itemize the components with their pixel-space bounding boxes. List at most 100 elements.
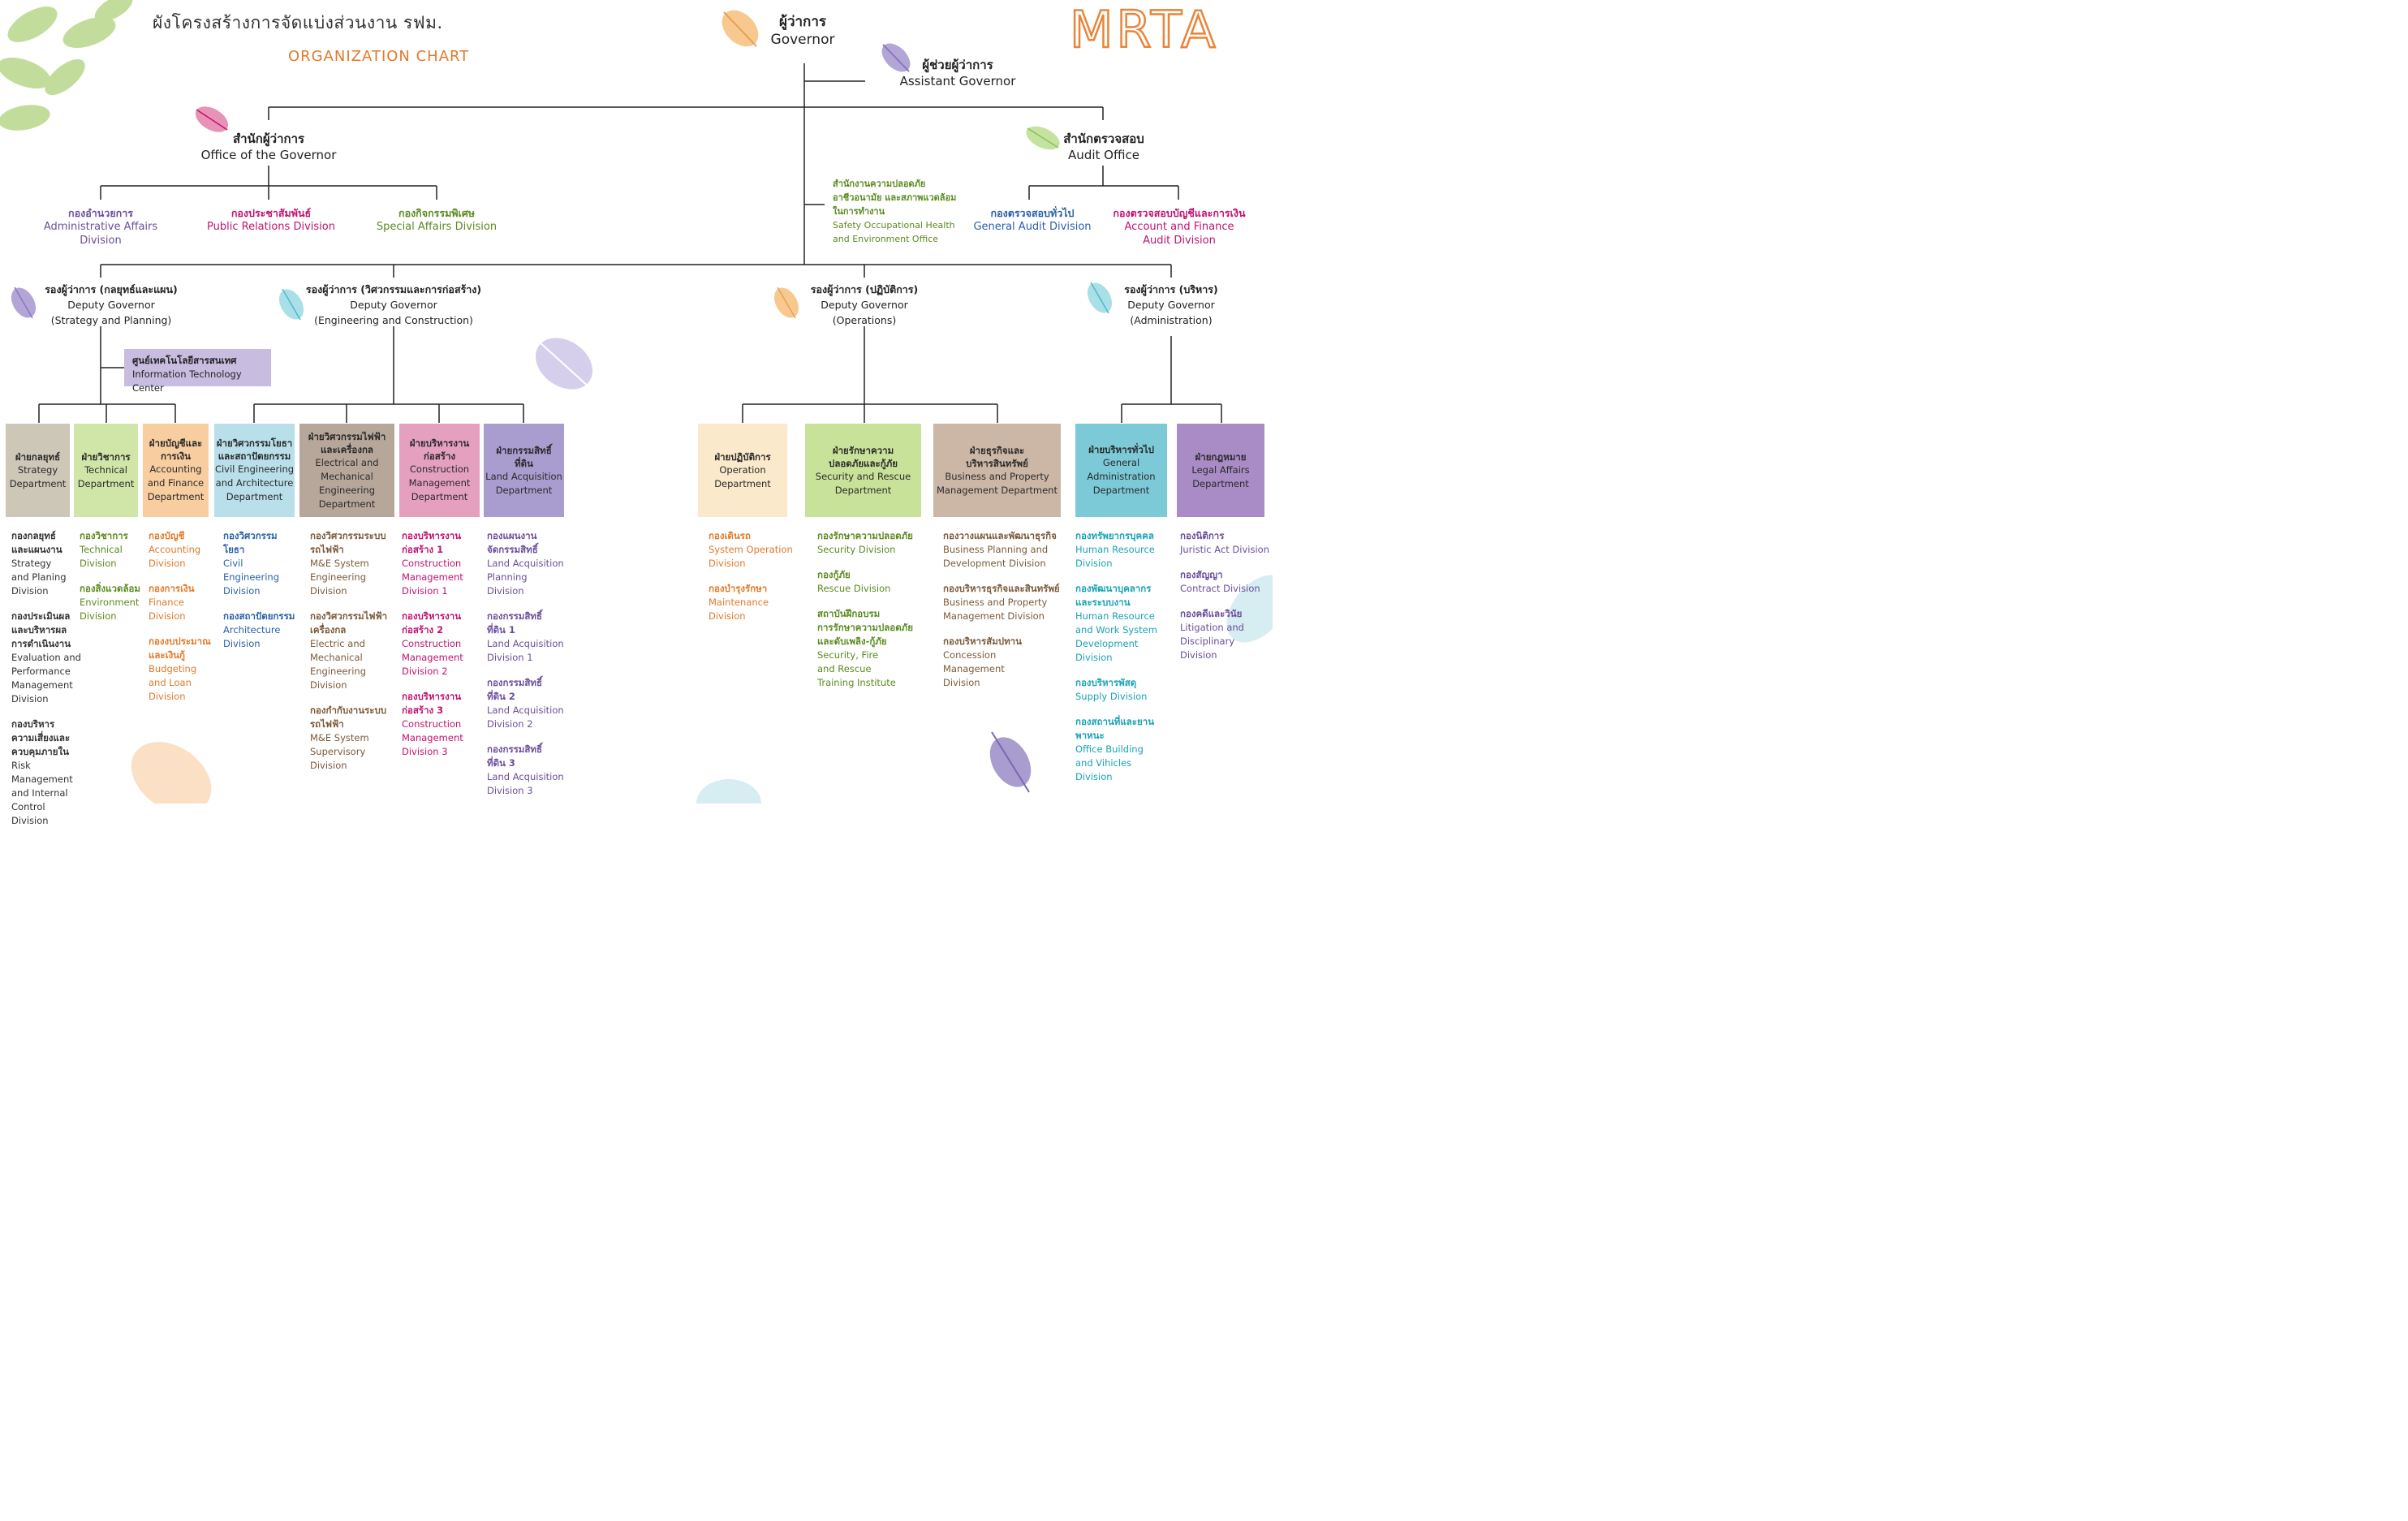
division-label-thai: กองกิจกรรมพิเศษ xyxy=(398,207,475,219)
deputy-label-english: Deputy Governor (Administration) xyxy=(1127,299,1215,326)
department-label-english: Accounting and Finance Department xyxy=(147,463,205,502)
division-label-english: Construction Management Division 1 xyxy=(402,558,463,597)
division-label-english: Concession Management Division xyxy=(943,649,1005,688)
audit-office-node: สำนักตรวจสอบ Audit Office xyxy=(1047,131,1161,163)
division-label-thai: กองบริหารพัสดุ xyxy=(1075,677,1137,688)
leaf-lightblue-decoration xyxy=(1226,575,1273,643)
division-label-english: M&E System Engineering Division xyxy=(310,558,369,597)
division-label-english: Security Division xyxy=(817,544,896,555)
office-of-governor-node: สำนักผู้ว่าการ Office of the Governor xyxy=(192,131,346,163)
division-label-thai: กองบริหารงาน ก่อสร้าง 2 xyxy=(402,610,462,636)
safety-office-node: สำนักงานความปลอดภัย อาชีวอนามัย และสภาพแ… xyxy=(833,177,971,246)
department-label-thai: ฝ่ายกรรมสิทธิ์ ที่ดิน xyxy=(496,444,552,469)
department-label-thai: ฝ่ายวิศวกรรมไฟฟ้า และเครื่องกล xyxy=(308,430,386,455)
division-label-english: Supply Division xyxy=(1075,691,1148,702)
division-label-english: M&E System Supervisory Division xyxy=(310,732,369,771)
assistant-governor-label-english: Assistant Governor xyxy=(899,74,1016,88)
division-label-english: Contract Division xyxy=(1180,583,1260,594)
division-column: กองแผนงาน จัดกรรมสิทธิ์ Land Acquisition … xyxy=(487,529,565,809)
it-center-label-thai: ศูนย์เทคโนโลยีสารสนเทศ xyxy=(132,355,237,366)
division-label-english: Rescue Division xyxy=(817,583,891,594)
deputy-governor-operations: รองผู้ว่าการ (ปฏิบัติการ) Deputy Governo… xyxy=(803,282,925,328)
department-label-english: General Administration Department xyxy=(1087,457,1156,496)
account-finance-audit-division: กองตรวจสอบบัญชีและการเงิน Account and Fi… xyxy=(1110,206,1248,248)
division-label-english: Business Planning and Development Divisi… xyxy=(943,544,1049,569)
division-item: กองบริหารธุรกิจและสินทรัพย์Business and … xyxy=(943,582,1060,623)
division-label-thai: กองนิติการ xyxy=(1180,530,1225,541)
division-label-thai: กองกรรมสิทธิ์ ที่ดิน 1 xyxy=(487,610,543,636)
division-label-thai: กองสัญญา xyxy=(1180,569,1223,580)
division-label-english: Land Acquisition Planning Division xyxy=(487,558,564,597)
department-label-english: Technical Department xyxy=(77,463,135,489)
division-label-english: Land Acquisition Division 3 xyxy=(487,771,564,796)
division-label-english: Electric and Mechanical Engineering Divi… xyxy=(310,638,366,691)
division-item: กองนิติการ Juristic Act Division xyxy=(1180,529,1269,557)
division-item: กองบัญชีAccounting Division xyxy=(149,529,213,571)
department-label-thai: ฝ่ายบริหารงาน ก่อสร้าง xyxy=(409,437,470,462)
division-label-thai: กองประชาสัมพันธ์ xyxy=(230,207,312,219)
public-relations-division: กองประชาสัมพันธ์ Public Relations Divisi… xyxy=(207,206,335,234)
division-label-thai: กองรักษาความปลอดภัย xyxy=(817,530,913,541)
leaf-cluster-decoration xyxy=(0,0,133,131)
division-label-english: Juristic Act Division xyxy=(1180,544,1269,555)
division-label-english: Public Relations Division xyxy=(207,221,335,233)
division-label-english: Construction Management Division 2 xyxy=(402,638,463,677)
division-item: กองบริหารสัมปทาน Concession Management Di… xyxy=(943,635,1060,690)
division-column: กองนิติการ Juristic Act Division กองสัญญา C… xyxy=(1180,529,1269,674)
division-label-thai: กองการเงิน xyxy=(149,583,195,594)
safety-office-label-english: Safety Occupational Health and Environme… xyxy=(833,220,955,244)
leaf-teal-icon xyxy=(1087,282,1113,314)
division-label-thai: กองวิศวกรรมระบบ รถไฟฟ้า xyxy=(310,530,386,555)
leaf-green-icon xyxy=(1026,126,1060,150)
leaf-purple-icon xyxy=(11,287,37,319)
division-label-english: Land Acquisition Division 1 xyxy=(487,638,564,663)
assistant-governor-label-thai: ผู้ช่วยผู้ว่าการ xyxy=(922,58,993,72)
information-technology-center: ศูนย์เทคโนโลยีสารสนเทศ Information Techn… xyxy=(124,349,271,394)
division-label-thai: สถาบันฝึกอบรม การรักษาความปลอดภัย และดับ… xyxy=(817,608,914,647)
division-label-english: Litigation and Disciplinary Division xyxy=(1180,622,1244,661)
leaf-lavender-decoration xyxy=(535,338,593,390)
department-label-english: Construction Management Department xyxy=(408,463,471,502)
division-item: กองงบประมาณ และเงินกู้Budgeting and Loan… xyxy=(149,635,213,704)
division-label-english: Architecture Division xyxy=(223,624,281,649)
division-label-english: Evaluation and Performance Management Di… xyxy=(11,652,81,704)
department-label-thai: ฝ่ายรักษาความ ปลอดภัยและกู้ภัย xyxy=(829,444,898,469)
division-label-thai: กองแผนงาน จัดกรรมสิทธิ์ xyxy=(487,530,538,555)
division-label-thai: กองบริหารสัมปทาน xyxy=(943,636,1022,647)
leaf-purple-decoration xyxy=(989,731,1032,793)
division-label-thai: กองบริหารงาน ก่อสร้าง 1 xyxy=(402,530,462,555)
deputy-governor-strategy: รองผู้ว่าการ (กลยุทธ์และแผน) Deputy Gove… xyxy=(36,282,187,328)
division-column: กองวิศวกรรมระบบ รถไฟฟ้า M&E System Engine… xyxy=(310,529,395,784)
division-label-thai: กองกำกับงานระบบ รถไฟฟ้า xyxy=(310,704,387,730)
safety-office-label-thai: สำนักงานความปลอดภัย อาชีวอนามัย และสภาพแ… xyxy=(833,179,957,217)
department-label-english: Civil Engineering and Architecture Depar… xyxy=(214,463,295,502)
department-label-thai: ฝ่ายวิศวกรรมโยธา และสถาปัตยกรรม xyxy=(216,437,293,462)
leaf-orange-icon xyxy=(722,10,759,47)
department-label-english: Legal Affairs Department xyxy=(1191,463,1250,489)
division-label-english: Finance Division xyxy=(149,597,186,622)
division-label-thai: กองกลยุทธ์ และแผนงาน xyxy=(11,530,62,555)
deputy-label-thai: รองผู้ว่าการ (ปฏิบัติการ) xyxy=(810,283,919,295)
division-label-thai: กองวิศวกรรมไฟฟ้า เครื่องกล xyxy=(310,610,388,636)
assistant-governor-node: ผู้ช่วยผู้ว่าการ Assistant Governor xyxy=(893,58,1023,89)
division-label-english: Security, Fire and Rescue Training Insti… xyxy=(817,649,896,688)
leaf-pink-icon xyxy=(195,106,229,132)
department-box: ฝ่ายธุรกิจและ บริหารสินทรัพย์Business an… xyxy=(933,424,1061,517)
division-item: กองวิศวกรรมระบบ รถไฟฟ้า M&E System Engine… xyxy=(310,529,395,598)
chart-title-english: ORGANIZATION CHART xyxy=(288,48,470,65)
deputy-governor-engineering: รองผู้ว่าการ (วิศวกรรมและการก่อสร้าง) De… xyxy=(299,282,489,328)
division-label-thai: กองวิศวกรรมโยธา xyxy=(223,530,278,555)
department-label-thai: ฝ่ายกฎหมาย xyxy=(1195,450,1247,463)
